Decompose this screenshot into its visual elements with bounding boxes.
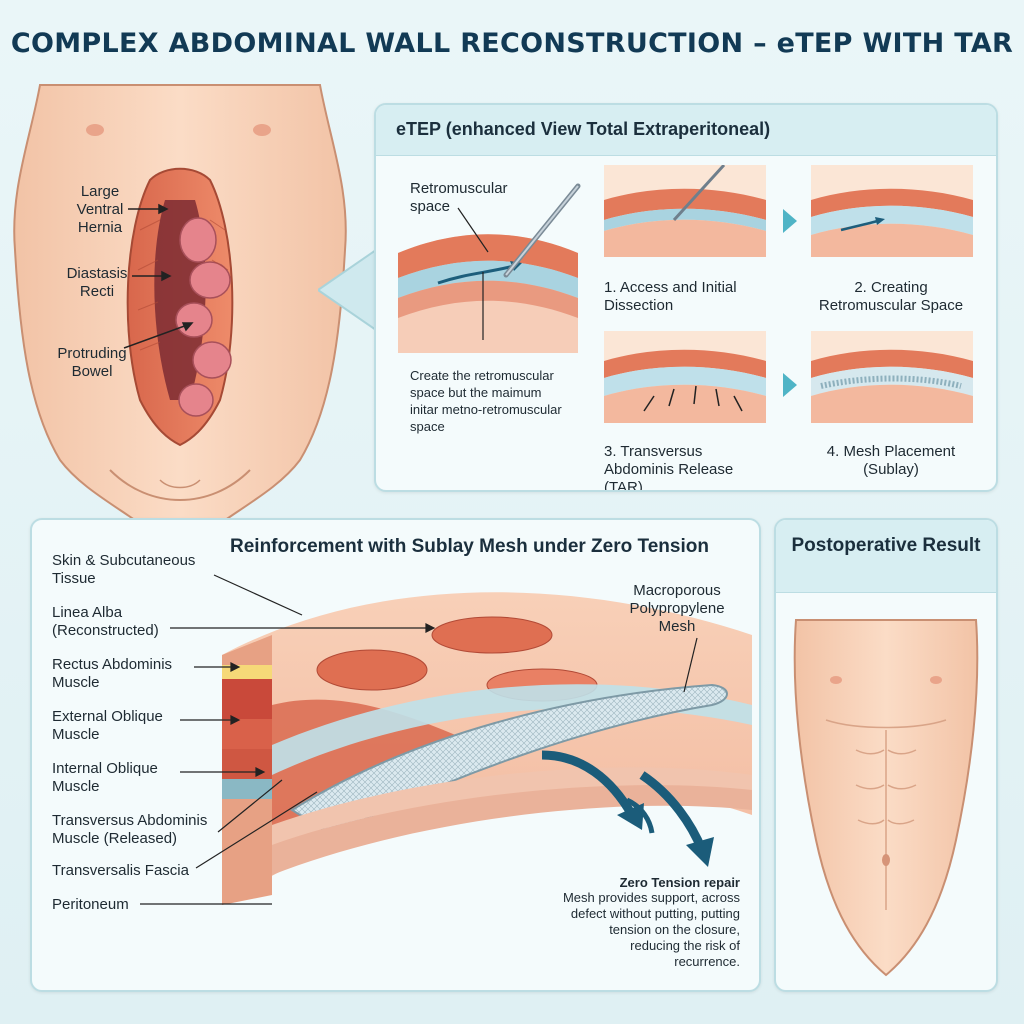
layer-rectus-abdominis: Rectus Abdominis Muscle — [52, 656, 173, 691]
layer-external-oblique: External Oblique Muscle — [52, 708, 163, 743]
mesh-heading: Reinforcement with Sublay Mesh under Zer… — [230, 536, 709, 557]
result-heading: Postoperative Result — [791, 535, 981, 556]
label-protruding-bowel: Protruding Bowel — [57, 345, 127, 380]
step-4-label: 4. Mesh Placement (Sublay) — [826, 443, 956, 478]
layer-internal-oblique: Internal Oblique Muscle — [52, 760, 158, 795]
step-1-label: 1. Access and Initial Dissection — [604, 279, 737, 314]
callout-pointer — [318, 250, 377, 330]
step-3-label: 3. Transversus Abdominis Release (TAR) — [604, 443, 734, 492]
step-2-label: 2. Creating Retromuscular Space — [818, 279, 964, 314]
retromuscular-caption: Create the retromuscular space but the m… — [410, 368, 562, 434]
mesh-panel: Reinforcement with Sublay Mesh under Zer… — [30, 518, 761, 992]
zero-tension-title: Zero Tension repair — [619, 875, 740, 890]
mesh-material-label: Macroporous Polypropylene Mesh — [629, 582, 725, 635]
zero-tension-text: Mesh provides support, across defect wit… — [562, 890, 740, 969]
step-arrow-3-4 — [783, 373, 797, 397]
dissector-instrument — [503, 183, 581, 278]
retromuscular-space-label: Retromuscular space — [410, 180, 508, 215]
step-1-thumbnail — [604, 165, 766, 257]
hernia-torso-illustration — [13, 84, 347, 562]
space-pointer-lines — [457, 207, 489, 340]
label-large-ventral-hernia: Large Ventral Hernia — [76, 183, 124, 236]
etep-heading: eTEP (enhanced View Total Extraperitonea… — [396, 119, 771, 139]
layer-transversus-abdominis: Transversus Abdominis Muscle (Released) — [52, 812, 208, 847]
etep-panel: eTEP (enhanced View Total Extraperitonea… — [374, 103, 998, 492]
layer-transversalis-fascia: Transversalis Fascia — [52, 862, 189, 879]
step-3-thumbnail — [604, 331, 766, 423]
result-panel: Postoperative Result — [774, 518, 998, 992]
etep-header-bar — [376, 105, 996, 156]
page-title: COMPLEX ABDOMINAL WALL RECONSTRUCTION – … — [10, 28, 1014, 59]
result-header-bar — [776, 520, 996, 593]
step-arrow-1-2 — [783, 209, 797, 233]
step-4-thumbnail — [811, 331, 973, 423]
layer-skin-subcutaneous: Skin & Subcutaneous Tissue — [52, 552, 196, 587]
layer-pointer-lines — [140, 574, 698, 905]
label-diastasis-recti: Diastasis Recti — [66, 265, 128, 300]
layer-linea-alba: Linea Alba (Reconstructed) — [52, 604, 159, 639]
abdominal-wall-cross-section — [222, 592, 752, 905]
step-2-thumbnail — [811, 165, 973, 257]
postoperative-torso-illustration — [793, 619, 979, 977]
layer-peritoneum: Peritoneum — [52, 896, 129, 913]
